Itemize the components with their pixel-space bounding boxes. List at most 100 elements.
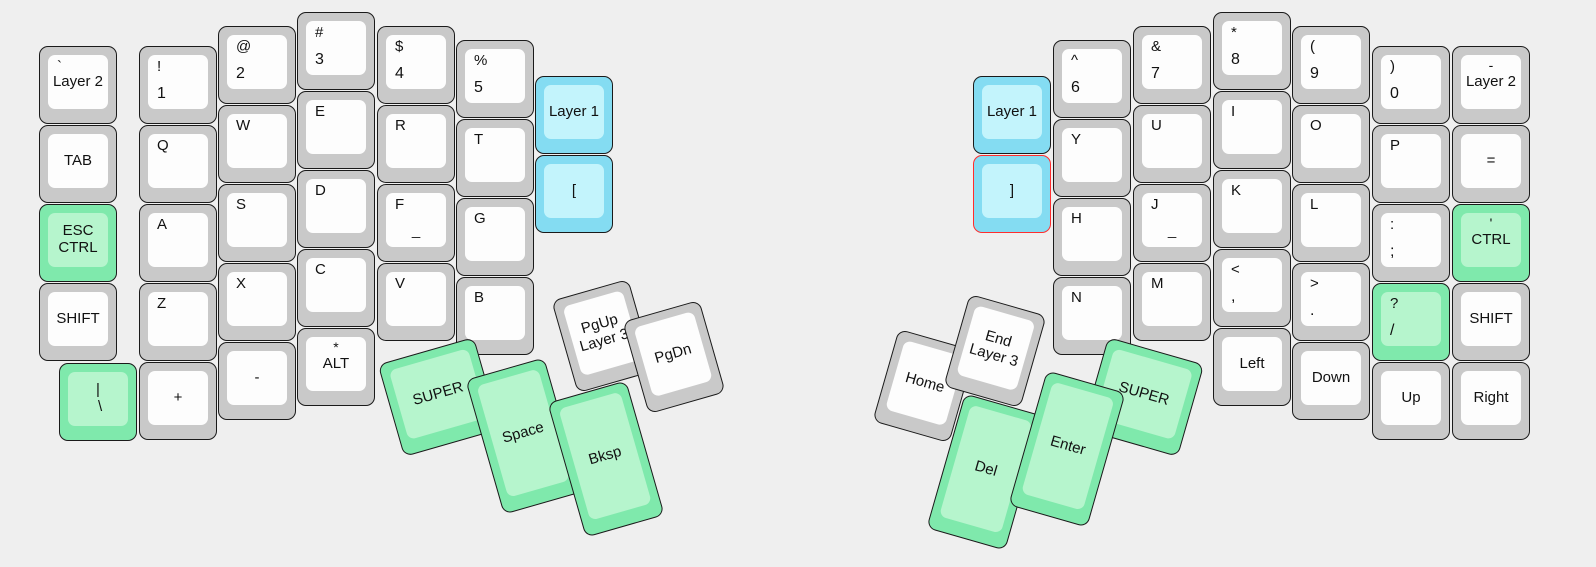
key-cap: P — [1381, 134, 1441, 188]
key-s[interactable]: S — [218, 184, 296, 262]
key-cap: K — [1222, 179, 1282, 233]
key-legend-top: ( — [1310, 38, 1315, 55]
key-shift[interactable]: SHIFT — [39, 283, 117, 361]
key-legend-main: Layer 2 — [1465, 72, 1517, 90]
key-shift-r[interactable]: SHIFT — [1452, 283, 1530, 361]
key-legend-bottom: 3 — [315, 51, 324, 69]
key-bracket-left[interactable]: [ — [535, 155, 613, 233]
key-minus[interactable]: - — [218, 342, 296, 420]
key-t[interactable]: T — [456, 119, 534, 197]
key-legend-bottom: 1 — [157, 85, 166, 103]
key-o[interactable]: O — [1292, 105, 1370, 183]
key-f[interactable]: F_ — [377, 184, 455, 262]
key-r[interactable]: R — [377, 105, 455, 183]
key-cap: Bksp — [558, 391, 652, 521]
key-x[interactable]: X — [218, 263, 296, 341]
key-legend-top: S — [236, 196, 247, 213]
key-tab[interactable]: TAB — [39, 125, 117, 203]
key-equals[interactable]: = — [1452, 125, 1530, 203]
key-legend-top: D — [315, 182, 326, 199]
key-comma[interactable]: <, — [1213, 249, 1291, 327]
key-legend-top: * — [1231, 24, 1237, 41]
key-p[interactable]: P — [1372, 125, 1450, 203]
key-legend-top: R — [395, 117, 406, 134]
key-w[interactable]: W — [218, 105, 296, 183]
key-z[interactable]: Z — [139, 283, 217, 361]
key-k[interactable]: K — [1213, 170, 1291, 248]
key-cap: = — [1461, 134, 1521, 188]
key-legend-main: Up — [1401, 388, 1421, 406]
key-legend-bottom: 8 — [1231, 51, 1240, 69]
key-u[interactable]: U — [1133, 105, 1211, 183]
key-d[interactable]: D — [297, 170, 375, 248]
key-a[interactable]: A — [139, 204, 217, 282]
key-pipe-backslash[interactable]: | \ — [59, 363, 137, 441]
key-legend-top: P — [1390, 137, 1401, 154]
key-l[interactable]: L — [1292, 184, 1370, 262]
key-legend-main: Down — [1311, 368, 1351, 386]
key-2-at[interactable]: @2 — [218, 26, 296, 104]
key-legend-top: Y — [1071, 131, 1082, 148]
key-layer2-grave[interactable]: `Layer 2 — [39, 46, 117, 124]
key-cap: SHIFT — [1461, 292, 1521, 346]
key-h[interactable]: H — [1053, 198, 1131, 276]
key-down[interactable]: Down — [1292, 342, 1370, 420]
key-v[interactable]: V — [377, 263, 455, 341]
key-q[interactable]: Q — [139, 125, 217, 203]
key-5-percent[interactable]: %5 — [456, 40, 534, 118]
key-semi[interactable]: :; — [1372, 204, 1450, 282]
key-cap: Layer 1 — [544, 85, 604, 139]
key-cap: PgDn — [633, 310, 713, 398]
key-layer1-left[interactable]: Layer 1 — [535, 76, 613, 154]
key-right[interactable]: Right — [1452, 362, 1530, 440]
key-alt[interactable]: *ALT — [297, 328, 375, 406]
key-j[interactable]: J_ — [1133, 184, 1211, 262]
key-3-hash[interactable]: #3 — [297, 12, 375, 90]
key-up[interactable]: Up — [1372, 362, 1450, 440]
key-legend-top: V — [395, 275, 406, 292]
key-4-dollar[interactable]: $4 — [377, 26, 455, 104]
key-legend-bottom: . — [1310, 302, 1315, 320]
key-esc-ctrl[interactable]: ESC CTRL — [39, 204, 117, 282]
key-cap: &7 — [1142, 35, 1202, 89]
key-e[interactable]: E — [297, 91, 375, 169]
key-quote-ctrl[interactable]: 'CTRL — [1452, 204, 1530, 282]
key-legend-top: E — [315, 103, 326, 120]
key-g[interactable]: G — [456, 198, 534, 276]
key-legend-bottom: 5 — [474, 79, 483, 97]
key-enter[interactable]: Enter — [1008, 370, 1126, 528]
key-cap: I — [1222, 100, 1282, 154]
key-cap: Right — [1461, 371, 1521, 425]
key-n[interactable]: N — [1053, 277, 1131, 355]
key-6-caret[interactable]: ^6 — [1053, 40, 1131, 118]
key-legend-main: Enter — [1048, 432, 1088, 459]
key-7-amp[interactable]: &7 — [1133, 26, 1211, 104]
key-1-excl[interactable]: !1 — [139, 46, 217, 124]
key-legend-bottom: 0 — [1390, 85, 1399, 103]
key-8-star[interactable]: *8 — [1213, 12, 1291, 90]
key-slash[interactable]: ?/ — [1372, 283, 1450, 361]
key-m[interactable]: M — [1133, 263, 1211, 341]
key-legend-top: F — [395, 196, 405, 213]
key-c[interactable]: C — [297, 249, 375, 327]
key-layer2-dash-r[interactable]: -Layer 2 — [1452, 46, 1530, 124]
key-i[interactable]: I — [1213, 91, 1291, 169]
key-layer1-right[interactable]: Layer 1 — [973, 76, 1051, 154]
key-left[interactable]: Left — [1213, 328, 1291, 406]
key-9-paren[interactable]: (9 — [1292, 26, 1370, 104]
key-period[interactable]: >. — [1292, 263, 1370, 341]
key-0-paren[interactable]: )0 — [1372, 46, 1450, 124]
key-legend-main: | \ — [96, 381, 103, 415]
key-legend-bottom: 7 — [1151, 65, 1160, 83]
key-legend-top: K — [1231, 182, 1242, 199]
key-plus[interactable]: + — [139, 362, 217, 440]
key-bracket-right[interactable]: ] — [973, 155, 1051, 233]
key-legend-bottom: 9 — [1310, 65, 1319, 83]
key-legend-top: X — [236, 275, 247, 292]
key-y[interactable]: Y — [1053, 119, 1131, 197]
key-legend-top: W — [236, 117, 251, 134]
key-cap: + — [148, 371, 208, 425]
key-pgdn[interactable]: PgDn — [622, 299, 726, 415]
key-legend-main: SUPER — [1116, 377, 1172, 409]
